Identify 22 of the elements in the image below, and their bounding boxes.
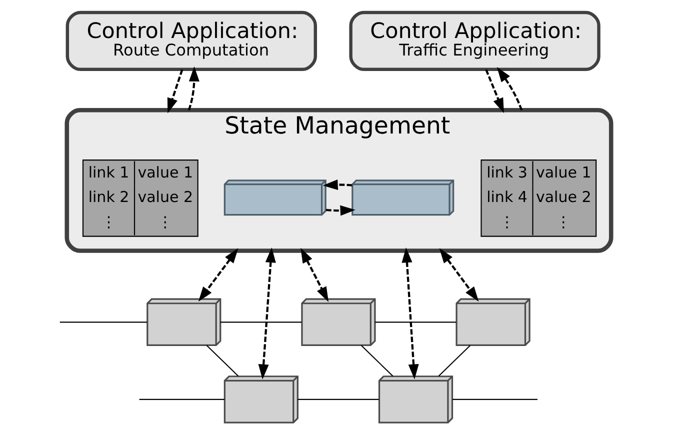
arrow <box>322 179 352 190</box>
connector <box>452 398 538 400</box>
arrow <box>485 69 504 114</box>
arrow <box>300 248 329 302</box>
connector <box>360 344 394 377</box>
connector <box>139 398 224 400</box>
arrow <box>496 67 523 111</box>
arrow <box>439 248 479 302</box>
connector <box>206 344 239 377</box>
connector <box>438 344 471 377</box>
arrow <box>188 66 200 110</box>
connector <box>60 322 148 323</box>
node-box: Control Application: Traffic Engineering <box>349 10 600 71</box>
connector <box>375 322 456 323</box>
arrow <box>326 205 356 216</box>
connector <box>298 398 379 400</box>
arrow <box>402 248 419 380</box>
node-box: Control Application: Route Computation <box>66 10 317 71</box>
arrow <box>258 248 276 380</box>
arrow <box>198 248 238 302</box>
arrow <box>167 69 184 114</box>
connector <box>220 322 302 323</box>
